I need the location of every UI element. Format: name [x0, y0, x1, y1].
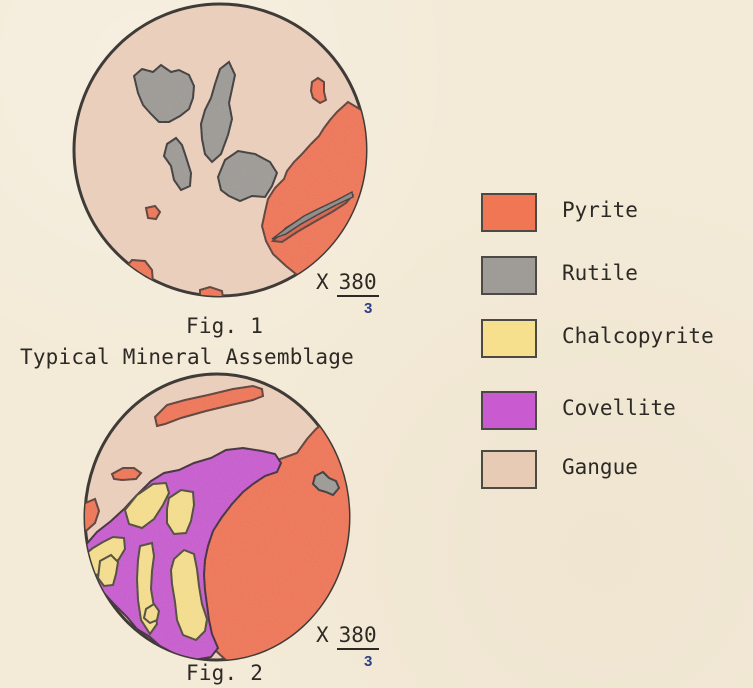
legend-swatch-chalcopyrite	[481, 319, 537, 358]
figure-2-magnification-prefix: X	[316, 623, 329, 647]
legend-swatch-gangue	[481, 450, 537, 489]
legend-swatch-covellite	[481, 391, 537, 430]
figure-2-magnification-denominator: 3	[364, 654, 372, 669]
figure-2-svg	[83, 372, 351, 662]
figure-1-magnification-denominator: 3	[364, 301, 372, 316]
legend-item-rutile: Rutile	[481, 256, 746, 296]
legend-label-chalcopyrite: Chalcopyrite	[562, 326, 714, 347]
legend-swatch-pyrite	[481, 193, 537, 232]
legend-item-pyrite: Pyrite	[481, 193, 746, 233]
figure-1-svg	[72, 2, 368, 298]
figure-2-magnification-numerator: 380	[337, 625, 379, 650]
legend-item-gangue: Gangue	[481, 450, 746, 490]
figure-1-circle	[72, 2, 368, 298]
figure-2-chalcopyrite-bottom-left	[98, 555, 118, 586]
figure-2-caption: Fig. 2	[186, 663, 263, 684]
legend-label-pyrite: Pyrite	[562, 200, 638, 221]
legend-label-gangue: Gangue	[562, 457, 638, 478]
figure-1-pyrite-left-blob	[146, 206, 160, 219]
figure-2-magnification: X 380 3	[316, 625, 408, 673]
figure-1-magnification-numerator: 380	[337, 272, 379, 297]
figure-1-subtitle: Typical Mineral Assemblage	[20, 347, 354, 368]
figure-2-circle	[83, 372, 351, 662]
legend-label-rutile: Rutile	[562, 263, 638, 284]
figure-1-pyrite-top-right	[311, 78, 326, 103]
legend-item-covellite: Covellite	[481, 391, 746, 431]
legend-item-chalcopyrite: Chalcopyrite	[481, 319, 746, 359]
figure-1-magnification: X 380 3	[316, 272, 408, 320]
legend-label-covellite: Covellite	[562, 398, 676, 419]
legend-swatch-rutile	[481, 256, 537, 295]
figure-1-magnification-prefix: X	[316, 270, 329, 294]
figure-1-caption: Fig. 1	[186, 316, 263, 337]
